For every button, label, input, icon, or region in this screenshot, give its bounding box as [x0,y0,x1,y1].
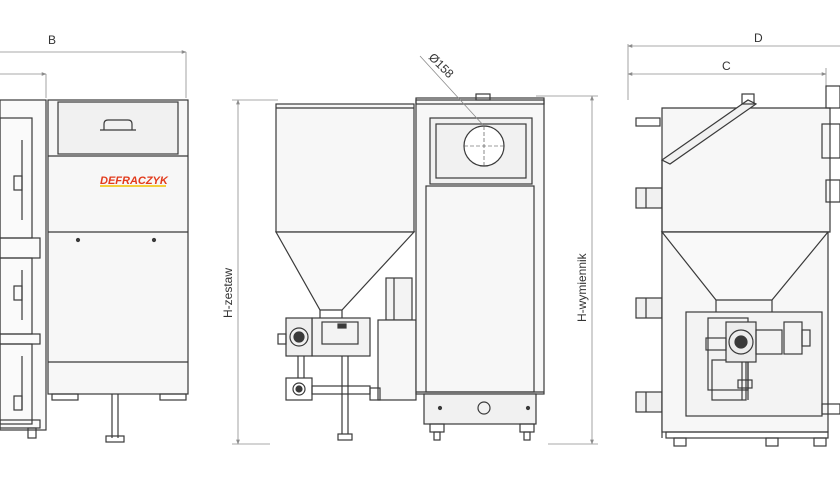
left-view [0,50,189,443]
dim-c-label: C [722,59,731,73]
right-view [627,44,840,447]
brand-logo: DEFRACZYK [100,175,169,187]
dim-diameter-label: Ø158 [426,50,457,81]
dim-h-exchanger-label: H-wymiennik [575,252,589,322]
dim-d-label: D [754,31,763,45]
dim-b-label: B [48,33,56,47]
middle-view [232,55,598,445]
dim-h-set-label: H-zestaw [221,268,235,318]
